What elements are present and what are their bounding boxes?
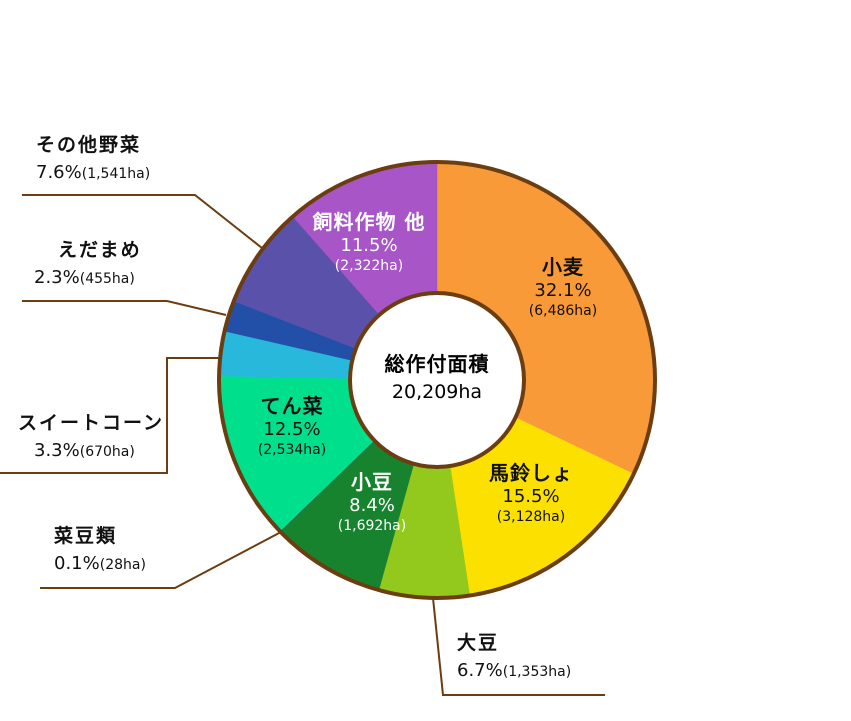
center-value: 20,209ha [391,381,483,403]
center-title: 総作付面積 [384,352,490,376]
center-total: 総作付面積 20,209ha [385,350,490,407]
leader-line-sweetcorn [0,357,219,474]
outer-border [217,160,657,600]
leader-line-sonota [22,194,263,249]
leader-line-daizu [432,597,605,696]
leader-line-saitou [40,531,282,589]
leader-line-edamame [22,300,227,316]
inner-border [348,291,526,469]
